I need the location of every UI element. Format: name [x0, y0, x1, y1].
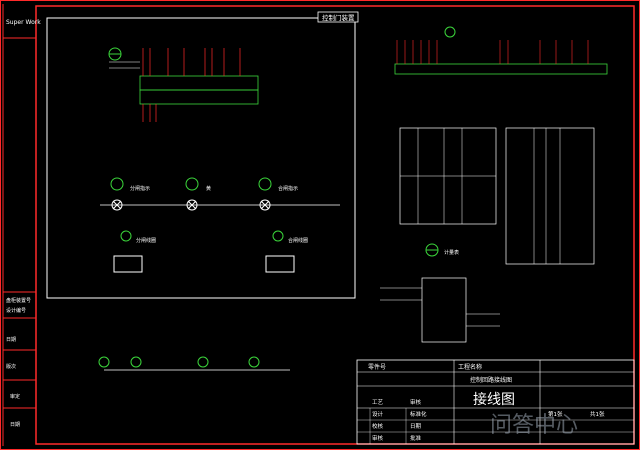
relay-left-icon: 分闸线圈	[113, 230, 156, 273]
sidebar-item: 版次	[6, 363, 16, 370]
meter-icon: 计量表	[425, 243, 459, 257]
sidebar-item: 日期	[6, 337, 16, 343]
role-label: 设计	[372, 410, 384, 418]
lamp-label: 黄	[206, 185, 211, 192]
control-door-panel: 控制门装置	[46, 11, 359, 299]
title-block: 零件号 工程名称 控制回路接线图 接线图 设计 校核 审核 工艺 审核 标准化 …	[356, 359, 635, 445]
lamp-red-icon: 黄	[185, 177, 211, 211]
page-meta: 第1张	[548, 410, 563, 418]
project-label: 工程名称	[458, 363, 482, 371]
relay-label: 分闸线圈	[136, 237, 156, 244]
approval-cell: 审核	[410, 398, 422, 406]
relay-label: 合闸线圈	[288, 237, 308, 244]
sidebar-item: 审定	[10, 393, 20, 400]
role-label: 校核	[372, 422, 384, 430]
sidebar-item: 设计编号	[6, 307, 26, 314]
panel-terminal-strip	[108, 47, 259, 122]
project-title: 控制回路接线图	[470, 376, 512, 384]
lamp-label: 分闸指示	[130, 185, 150, 192]
terminal-strip-cells	[139, 75, 259, 105]
part-label: 零件号	[368, 363, 386, 371]
terminal-table-right	[505, 127, 595, 265]
terminal-table-left	[399, 127, 497, 225]
bottom-switch-chain	[98, 356, 290, 371]
lamp-green-icon: 分闸指示	[110, 177, 150, 211]
sidebar-brand: Super Work	[6, 19, 41, 26]
relay-coils: 分闸线圈 合闸线圈	[113, 230, 308, 273]
page-meta: 共1张	[590, 410, 605, 418]
lamp-yellow-icon: 合闸指示	[258, 177, 298, 211]
approval-cell: 日期	[410, 423, 422, 430]
watermark-text: 问答中心	[490, 413, 578, 438]
sidebar-item: 盘柜装置号	[6, 297, 31, 304]
role-label: 工艺	[372, 399, 384, 406]
role-label: 审核	[372, 434, 384, 442]
drawing-frame-inner	[35, 5, 635, 445]
approval-cell: 批准	[410, 434, 422, 442]
drawing-name: 接线图	[473, 391, 515, 408]
indicator-lamps: 分闸指示 黄 合闸指示	[100, 177, 340, 211]
panel-title: 控制门装置	[322, 13, 355, 22]
top-right-terminal-strip	[394, 26, 608, 75]
lamp-label: 合闸指示	[278, 185, 298, 192]
contact-block	[380, 277, 500, 343]
meter-label: 计量表	[444, 249, 459, 256]
terminal-red-wires	[142, 48, 241, 122]
sidebar-item-list: 盘柜装置号 设计编号 日期 版次 审定 日期	[3, 291, 36, 428]
sidebar-item: 日期	[10, 422, 20, 428]
approval-cell: 标准化	[410, 410, 427, 418]
relay-right-icon: 合闸线圈	[265, 230, 308, 273]
sidebar: Super Work 盘柜装置号 设计编号 日期 版次 审定 日期	[2, 4, 41, 446]
